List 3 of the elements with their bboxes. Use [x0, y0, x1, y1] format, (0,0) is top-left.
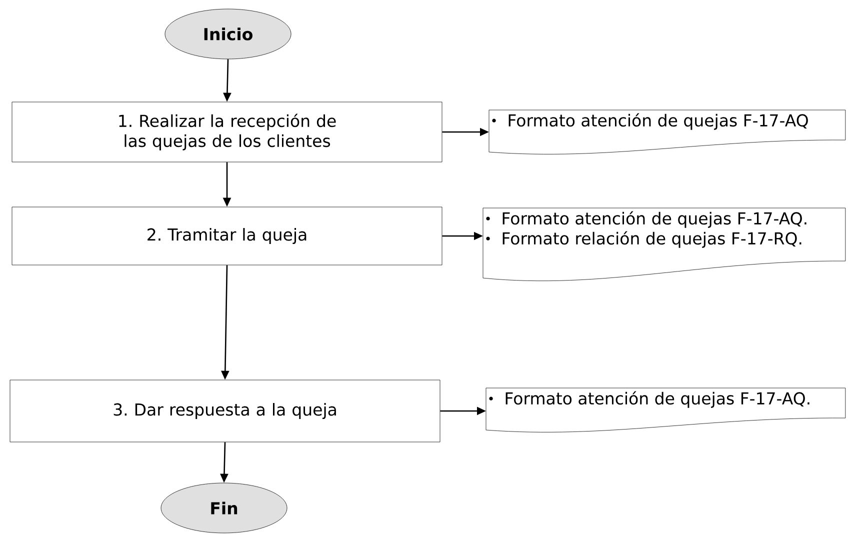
process-box: 2. Tramitar la queja — [12, 206, 442, 266]
process-box: 3. Dar respuesta a la queja — [10, 380, 440, 442]
process-box: 1. Realizar la recepción de las quejas de los clientes — [12, 102, 442, 162]
